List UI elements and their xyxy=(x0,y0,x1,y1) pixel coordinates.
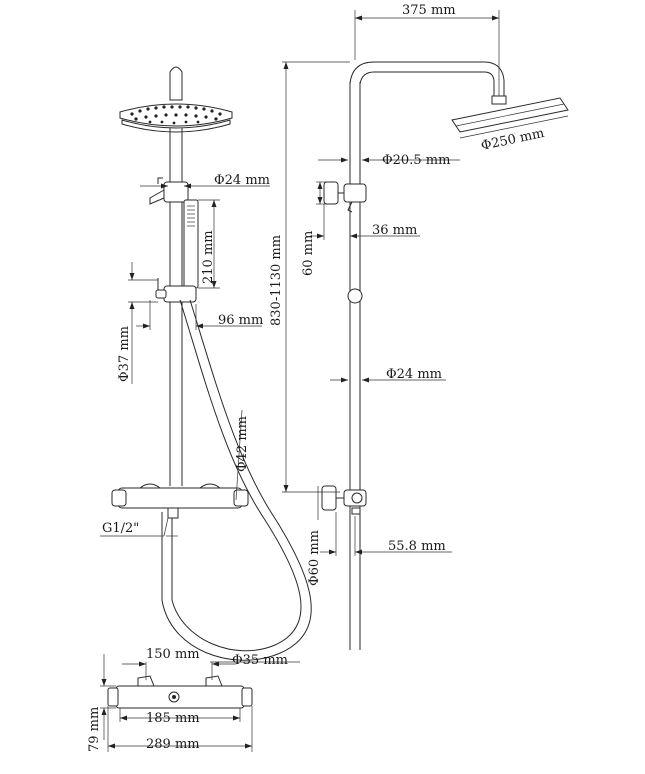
label-upper-pipe-diameter: Φ20.5 mm xyxy=(382,153,450,168)
label-front-pipe-diameter: Φ24 mm xyxy=(214,173,270,188)
label-handshower-diameter: Φ42 mm xyxy=(235,416,250,472)
dimension-lines xyxy=(100,10,569,752)
side-diverter xyxy=(323,181,367,213)
label-head-diameter: Φ250 mm xyxy=(480,126,546,154)
front-hand-shower xyxy=(183,199,199,289)
label-arm-reach: 375 mm xyxy=(402,3,456,18)
label-inlet-thread: G1/2" xyxy=(102,521,139,536)
label-valve-width: 289 mm xyxy=(146,737,200,752)
label-height-range: 830-1130 mm xyxy=(269,235,284,326)
label-inner-width: 185 mm xyxy=(146,711,200,726)
front-thermostatic-valve xyxy=(111,483,249,519)
label-slider-width: 96 mm xyxy=(218,313,263,328)
label-handshower-length: 210 mm xyxy=(201,230,216,284)
front-shower-head xyxy=(119,103,233,133)
label-valve-centers: 150 mm xyxy=(146,647,200,662)
label-valve-height: 79 mm xyxy=(87,707,102,752)
label-holder-depth: 36 mm xyxy=(372,223,417,238)
side-shower-head xyxy=(451,97,569,133)
label-outlet-knob-diameter: Φ60 mm xyxy=(307,530,322,586)
label-holder-height: 60 mm xyxy=(301,231,316,276)
front-slider xyxy=(155,278,197,303)
side-slider-knob xyxy=(347,288,363,304)
front-view xyxy=(111,66,312,661)
label-hose-diameter: Φ35 mm xyxy=(232,653,288,668)
front-hose xyxy=(161,299,312,661)
side-outlet xyxy=(321,485,367,515)
side-view xyxy=(321,61,569,650)
label-slider-diameter: Φ37 mm xyxy=(117,326,132,382)
valve-detail-view xyxy=(107,675,253,709)
front-diverter xyxy=(149,177,189,205)
label-main-pipe-diameter: Φ24 mm xyxy=(386,367,442,382)
label-outlet-offset: 55.8 mm xyxy=(388,539,446,554)
